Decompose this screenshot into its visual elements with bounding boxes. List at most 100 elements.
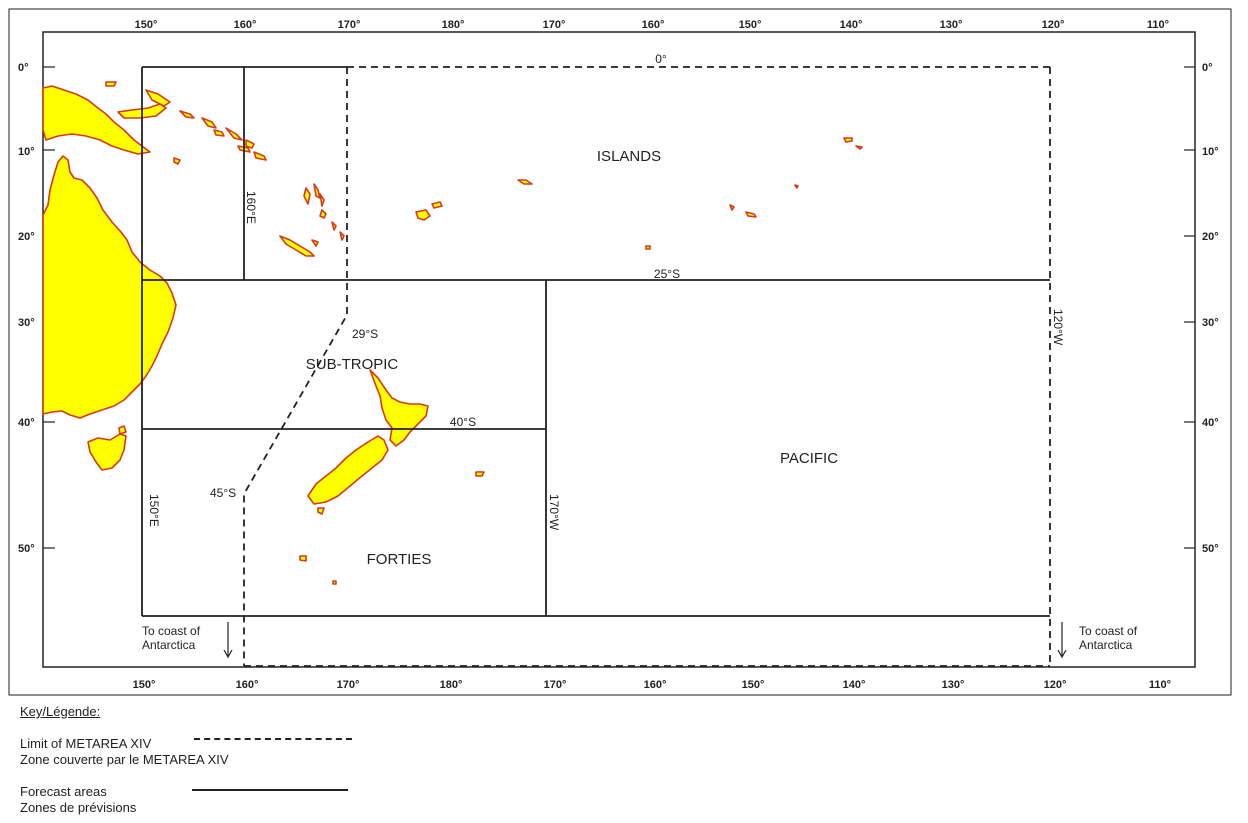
island <box>729 204 735 211</box>
legend-forecast-french: Zones de prévisions <box>20 800 137 815</box>
top-lon-label: 140° <box>840 19 863 31</box>
left-lat-label: 50° <box>18 543 35 555</box>
island <box>173 157 181 165</box>
australia-landmass <box>42 155 177 419</box>
bottom-lon-label: 130° <box>942 679 965 691</box>
legend-entry-forecast: Forecast areas Zones de prévisions <box>20 784 136 816</box>
zone-label-pacific: PACIFIC <box>780 450 838 467</box>
boundary-label-equator: 0° <box>655 52 667 66</box>
legend-entry-metarea: Limit of METAREA XIV Zone couverte par l… <box>20 736 229 768</box>
boundary-label-29s: 29°S <box>352 327 378 341</box>
zone-label-islands: ISLANDS <box>597 148 661 165</box>
left-lat-label: 30° <box>18 317 35 329</box>
new-caledonia-landmass <box>279 235 315 257</box>
right-lat-label: 30° <box>1202 317 1219 329</box>
top-lon-label: 180° <box>442 19 465 31</box>
bottom-lon-label: 150° <box>133 679 156 691</box>
bottom-lon-label: 140° <box>843 679 866 691</box>
top-longitude-labels: 150° 160° 170° 180° 170° 160° 150° 140° … <box>135 19 1169 31</box>
island <box>431 201 443 209</box>
antarctica-note-right-line1: To coast of <box>1079 624 1138 638</box>
bottom-lon-label: 150° <box>742 679 765 691</box>
legend-metarea-english: Limit of METAREA XIV <box>20 736 152 751</box>
legend-title: Key/Légende: <box>20 704 101 719</box>
new-guinea-landmass <box>42 85 151 155</box>
island <box>201 117 217 129</box>
metarea-map: 150° 160° 170° 180° 170° 160° 150° 140° … <box>8 8 1232 696</box>
island <box>745 211 757 218</box>
left-latitude-labels: 0° 10° 20° 30° 40° 50° <box>18 62 35 555</box>
bottom-lon-label: 170° <box>544 679 567 691</box>
boundary-label-160e: 160°E <box>244 191 258 224</box>
island <box>319 209 327 219</box>
legend-dashed-line-sample <box>194 738 352 740</box>
landmasses <box>42 81 863 585</box>
right-lat-label: 40° <box>1202 417 1219 429</box>
antarctica-arrows <box>223 622 1067 659</box>
right-lat-label: 20° <box>1202 231 1219 243</box>
chatham-island <box>475 471 485 477</box>
map-legend: Key/Légende: Limit of METAREA XIV Zone c… <box>20 700 380 818</box>
top-lon-label: 130° <box>940 19 963 31</box>
nz-north-island <box>369 369 429 447</box>
antarctica-note-right-line2: Antarctica <box>1079 638 1133 652</box>
metarea-limit-lines <box>243 66 1051 667</box>
right-lat-label: 50° <box>1202 543 1219 555</box>
top-lon-label: 110° <box>1147 19 1169 31</box>
bottom-lon-label: 120° <box>1044 679 1067 691</box>
antarctica-note-left-line2: Antarctica <box>142 638 196 652</box>
boundary-label-40s: 40°S <box>450 415 476 429</box>
bottom-lon-label: 170° <box>337 679 360 691</box>
legend-forecast-english: Forecast areas <box>20 784 107 799</box>
nz-south-island <box>307 435 389 505</box>
legend-metarea-french: Zone couverte par le METAREA XIV <box>20 752 229 767</box>
outer-frame <box>8 8 1232 696</box>
right-lat-label: 0° <box>1202 62 1213 74</box>
fiji-landmass <box>415 209 431 221</box>
island <box>303 187 311 205</box>
bottom-lon-label: 160° <box>236 679 259 691</box>
island <box>145 89 171 107</box>
island <box>313 183 321 199</box>
island <box>645 245 651 250</box>
bottom-lon-label: 180° <box>440 679 463 691</box>
island <box>332 580 337 585</box>
top-lon-label: 150° <box>135 19 158 31</box>
island <box>253 151 267 161</box>
stewart-island <box>317 507 325 515</box>
island <box>319 193 325 207</box>
antarctica-note-left-line1: To coast of <box>142 624 201 638</box>
island <box>311 239 319 247</box>
island <box>105 81 117 87</box>
legend-solid-line-sample <box>192 789 348 791</box>
tasmania-landmass <box>87 433 127 471</box>
right-lat-label: 10° <box>1202 146 1219 158</box>
left-lat-label: 10° <box>18 146 35 158</box>
bottom-lon-label: 160° <box>644 679 667 691</box>
island <box>794 184 799 189</box>
island <box>245 139 255 149</box>
zone-label-sub-tropic: SUB-TROPIC <box>306 356 399 373</box>
island <box>517 179 533 185</box>
top-lon-label: 120° <box>1042 19 1065 31</box>
left-lat-label: 0° <box>18 62 29 74</box>
island <box>299 555 307 562</box>
island <box>225 127 243 141</box>
island <box>118 425 127 435</box>
island <box>855 145 863 150</box>
boundary-label-150e: 150°E <box>147 494 161 527</box>
boundary-label-25s: 25°S <box>654 267 680 281</box>
island <box>213 129 225 137</box>
zone-label-forties: FORTIES <box>367 551 432 568</box>
left-lat-label: 40° <box>18 417 35 429</box>
left-lat-label: 20° <box>18 231 35 243</box>
top-lon-label: 170° <box>338 19 361 31</box>
island <box>339 231 345 241</box>
boundary-label-170w: 170°W <box>547 494 561 531</box>
island <box>179 110 195 119</box>
top-lon-label: 160° <box>234 19 257 31</box>
top-lon-label: 150° <box>739 19 762 31</box>
bottom-longitude-labels: 150° 160° 170° 180° 170° 160° 150° 140° … <box>133 679 1171 691</box>
bottom-lon-label: 110° <box>1149 679 1171 691</box>
right-latitude-labels: 0° 10° 20° 30° 40° 50° <box>1202 62 1219 555</box>
